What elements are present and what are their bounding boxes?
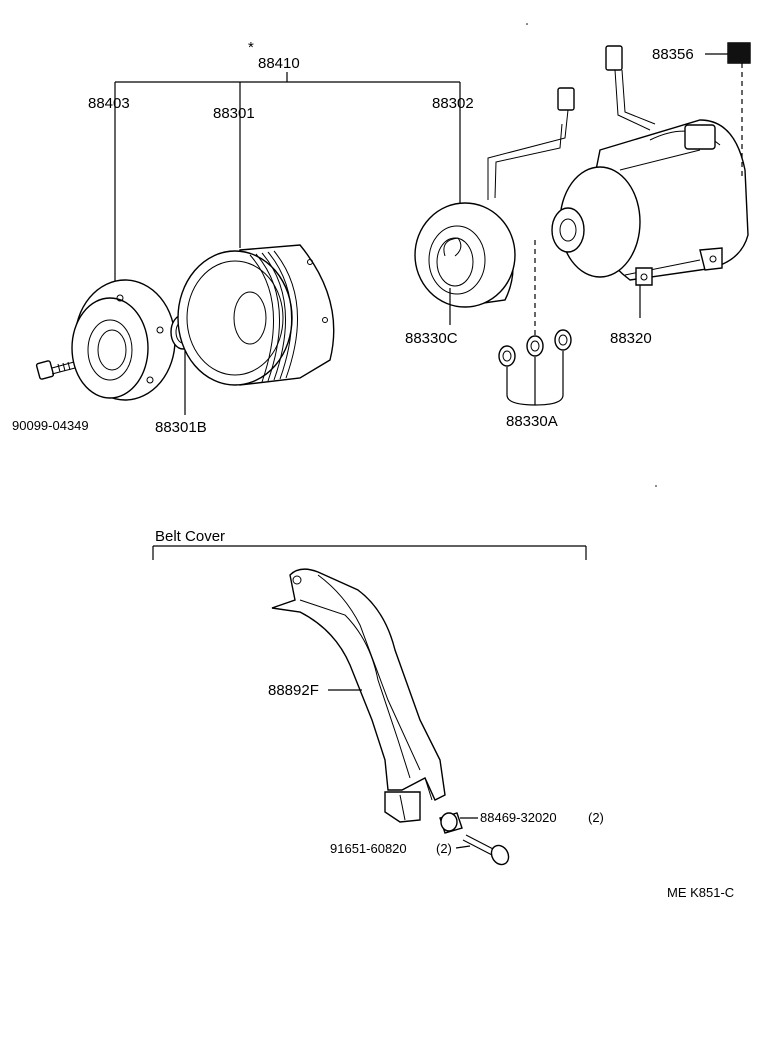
label-90099-04349: 90099-04349 [12, 418, 89, 433]
collar-qty: (2) [588, 810, 604, 825]
stator-icon [414, 202, 516, 308]
speck [526, 23, 528, 25]
collar-icon [439, 812, 463, 834]
belt-cover-bracket [152, 545, 587, 560]
label-plate-icon [727, 42, 751, 64]
figure-code: ME K851-C [667, 885, 734, 900]
label-88469-32020: 88469-32020 [480, 810, 557, 825]
label-88330A: 88330A [506, 413, 558, 430]
label-88301B: 88301B [155, 419, 207, 436]
label-88356: 88356 [652, 46, 694, 63]
label-88302: 88302 [432, 95, 474, 112]
speck [655, 485, 657, 487]
label-91651-60820: 91651-60820 [330, 841, 407, 856]
pulley-icon [177, 244, 335, 386]
shim-bracket [506, 351, 564, 406]
belt-cover-title: Belt Cover [155, 528, 225, 545]
assembly-bracket [114, 72, 461, 290]
label-88301: 88301 [213, 105, 255, 122]
label-88330C: 88330C [405, 330, 458, 347]
bolt-icon-belt-cover [462, 834, 510, 866]
belt-cover-icon [271, 568, 446, 823]
label-88410: 88410 [258, 55, 300, 72]
shim-icon [498, 329, 572, 367]
label-88892F: 88892F [268, 682, 319, 699]
bolt-icon [35, 360, 76, 380]
label-88320: 88320 [610, 330, 652, 347]
assembly-marker: * [248, 39, 254, 56]
compressor-icon [551, 119, 749, 286]
clutch-plate-icon [71, 279, 176, 401]
bolt-qty: (2) [436, 841, 452, 856]
label-88403: 88403 [88, 95, 130, 112]
